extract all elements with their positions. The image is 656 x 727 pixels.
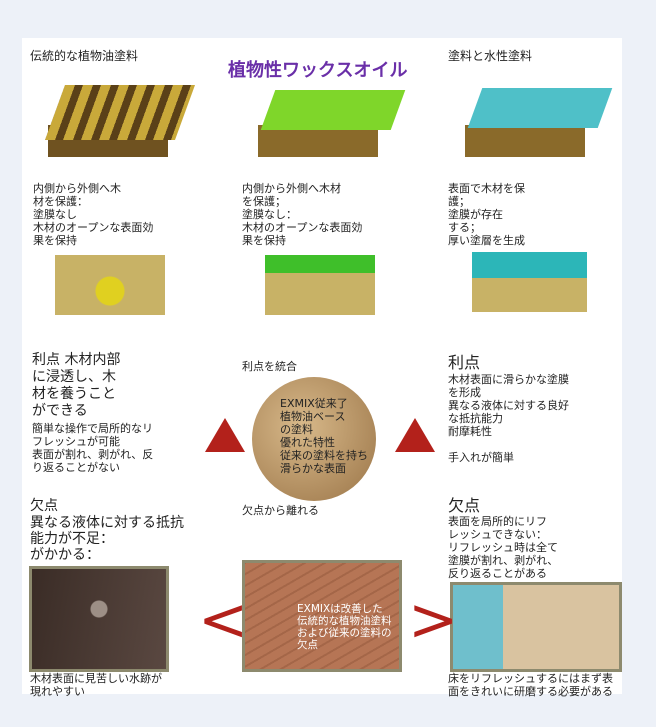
right-chevron-icon: > (408, 585, 459, 655)
cons-title-traditional: 欠点 (30, 498, 58, 514)
exmix-circle-text: EXMIX従来了 植物油ベース の塗料 優れた特性 従来の塗料を持ち 滑らかな表… (280, 397, 368, 475)
cons-title-paint: 欠点 (448, 496, 481, 515)
left-arrow-triangle-icon (205, 418, 245, 452)
pros-traditional: 簡単な操作で局所的なリ フレッシュが可能 表面が割れ、剥がれ、反 り返ることがな… (32, 422, 154, 474)
page-title: 植物性ワックスオイル (228, 60, 408, 81)
pros-title-paint: 利点 (448, 353, 481, 372)
heading-paint: 塗料と水性塗料 (448, 49, 533, 63)
traditional-cross-section-image (55, 255, 165, 315)
cons-title-wax-oil: 欠点から離れる (242, 504, 319, 517)
left-chevron-icon: < (198, 585, 249, 655)
pros-title-wax-oil: 利点を統合 (242, 360, 297, 373)
paint-cross-section-image (472, 252, 587, 312)
wood-floor-cups-photo: EXMIXは改善した 伝統的な植物油塗料 および従来の塗料の 欠点 (242, 560, 402, 672)
floor-sanding-photo (450, 582, 622, 672)
caption-traditional: 木材表面に見苦しい水跡が 現れやすい (30, 672, 162, 698)
desc-traditional: 内側から外側へ木 材を保護： 塗膜なし 木材のオープンな表面効 果を保持 (33, 182, 154, 247)
desc-paint: 表面で木材を保 護； 塗膜が存在 する； 厚い塗層を生成 (448, 182, 525, 247)
pros-title-traditional: 利点 木材内部 に浸透し、木 材を養うこと ができる (32, 352, 121, 419)
cons-paint: 表面を局所的にリフ レッシュできない： リフレッシュ時は全て 塗膜が割れ、剥がれ… (448, 515, 559, 580)
exmix-overlay-text: EXMIXは改善した 伝統的な植物油塗料 および従来の塗料の 欠点 (297, 603, 392, 651)
exmix-circle-image: EXMIX従来了 植物油ベース の塗料 優れた特性 従来の塗料を持ち 滑らかな表… (252, 377, 376, 501)
pros-paint: 木材表面に滑らかな塗膜 を形成 異なる液体に対する良好 な抵抗能力 耐摩耗性 手… (448, 373, 569, 464)
right-arrow-triangle-icon (395, 418, 435, 452)
desc-wax-oil: 内側から外側へ木材 を保護； 塗膜なし： 木材のオープンな表面効 果を保持 (242, 182, 363, 247)
wax-oil-cross-section-image (265, 255, 375, 315)
cons-traditional: 異なる液体に対する抵抗 能力が不足： がかかる： (30, 515, 184, 563)
caption-paint: 床をリフレッシュするにはまず表 面をきれいに研磨する必要がある (448, 672, 613, 698)
heading-traditional: 伝統的な植物油塗料 (30, 49, 139, 63)
water-stain-floor-photo (29, 566, 169, 672)
